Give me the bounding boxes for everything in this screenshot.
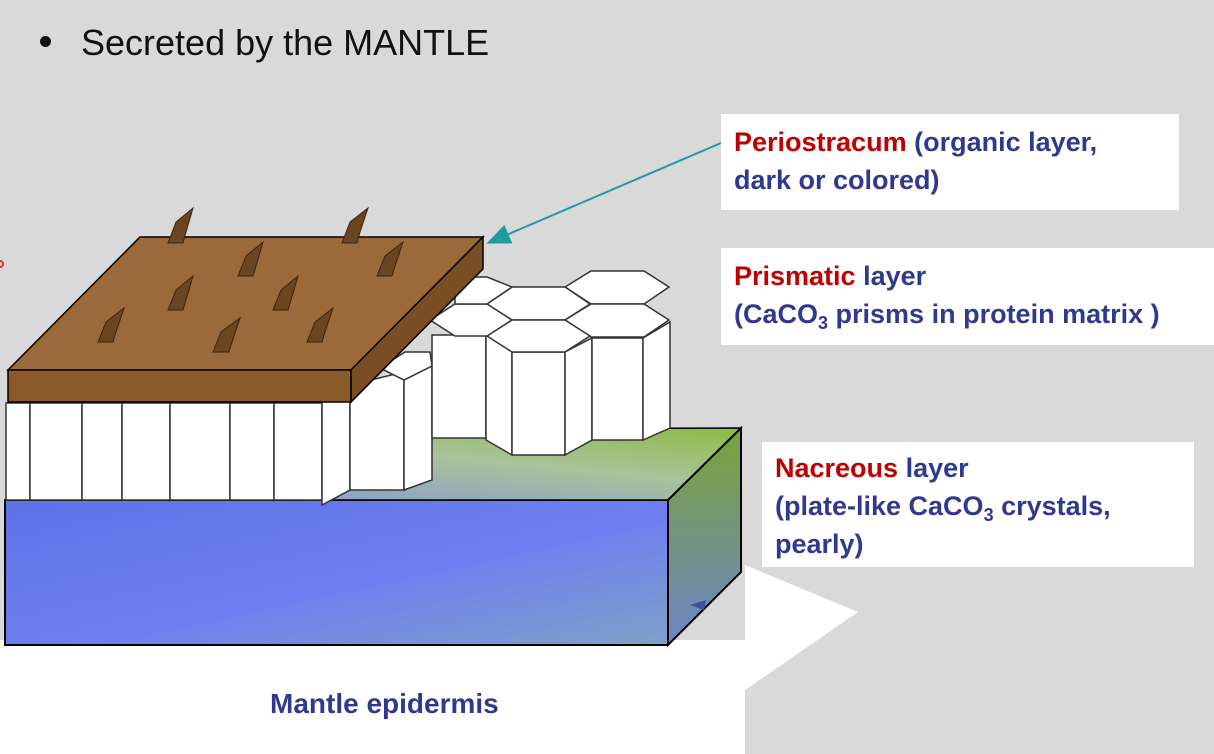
prismatic-label: Prismatic layer (CaCO3 prisms in protein… [721, 248, 1214, 345]
nacreous-line2-post: crystals, [993, 491, 1111, 521]
periostracum-line1: Periostracum (organic layer, [734, 123, 1166, 161]
nacreous-block-front [4, 499, 669, 646]
periostracum-desc: (organic layer, [906, 127, 1098, 157]
periostracum-term: Periostracum [734, 127, 907, 157]
prismatic-line1: Prismatic layer [734, 257, 1201, 295]
nacreous-line1: Nacreous layer [775, 449, 1181, 487]
nacreous-term: Nacreous [775, 453, 899, 483]
bullet-line: Secreted by the MANTLE [40, 22, 489, 64]
prism-hexagon-tops [378, 270, 671, 381]
mantle-epidermis-label: Mantle epidermis [270, 688, 499, 719]
nacreous-line2: (plate-like CaCO3 crystals, [775, 487, 1181, 525]
bullet-icon [40, 35, 51, 47]
small-arrow-icon [690, 600, 706, 610]
nacreous-line2-sub: 3 [983, 505, 994, 525]
nacreous-block-side [667, 425, 742, 648]
prismatic-line2-post: prisms in protein matrix ) [828, 299, 1160, 329]
prismatic-desc: layer [855, 261, 927, 291]
nacreous-desc: layer [898, 453, 969, 483]
prismatic-line2-sub: 3 [818, 313, 829, 333]
periostracum-side [350, 235, 484, 404]
bullet-text: Secreted by the MANTLE [81, 22, 490, 63]
nacreous-line2-pre: (plate-like CaCO [775, 491, 984, 521]
periostracum-front [7, 369, 352, 403]
periostracum-spines [97, 206, 404, 353]
white-backdrop-tab [745, 565, 858, 690]
prismatic-term: Prismatic [734, 261, 856, 291]
periostracum-label: Periostracum (organic layer, dark or col… [721, 114, 1179, 210]
nacreous-label: Nacreous layer (plate-like CaCO3 crystal… [762, 442, 1194, 567]
periostracum-arrow [486, 142, 722, 244]
nacreous-line3: pearly) [775, 529, 864, 559]
prismatic-line2-pre: (CaCO [734, 299, 819, 329]
periostracum-line2: dark or colored) [734, 165, 940, 195]
white-backdrop [0, 640, 745, 754]
prismatic-line2: (CaCO3 prisms in protein matrix ) [734, 295, 1201, 333]
red-marker-icon [0, 260, 4, 268]
prism-front-row [5, 364, 433, 507]
